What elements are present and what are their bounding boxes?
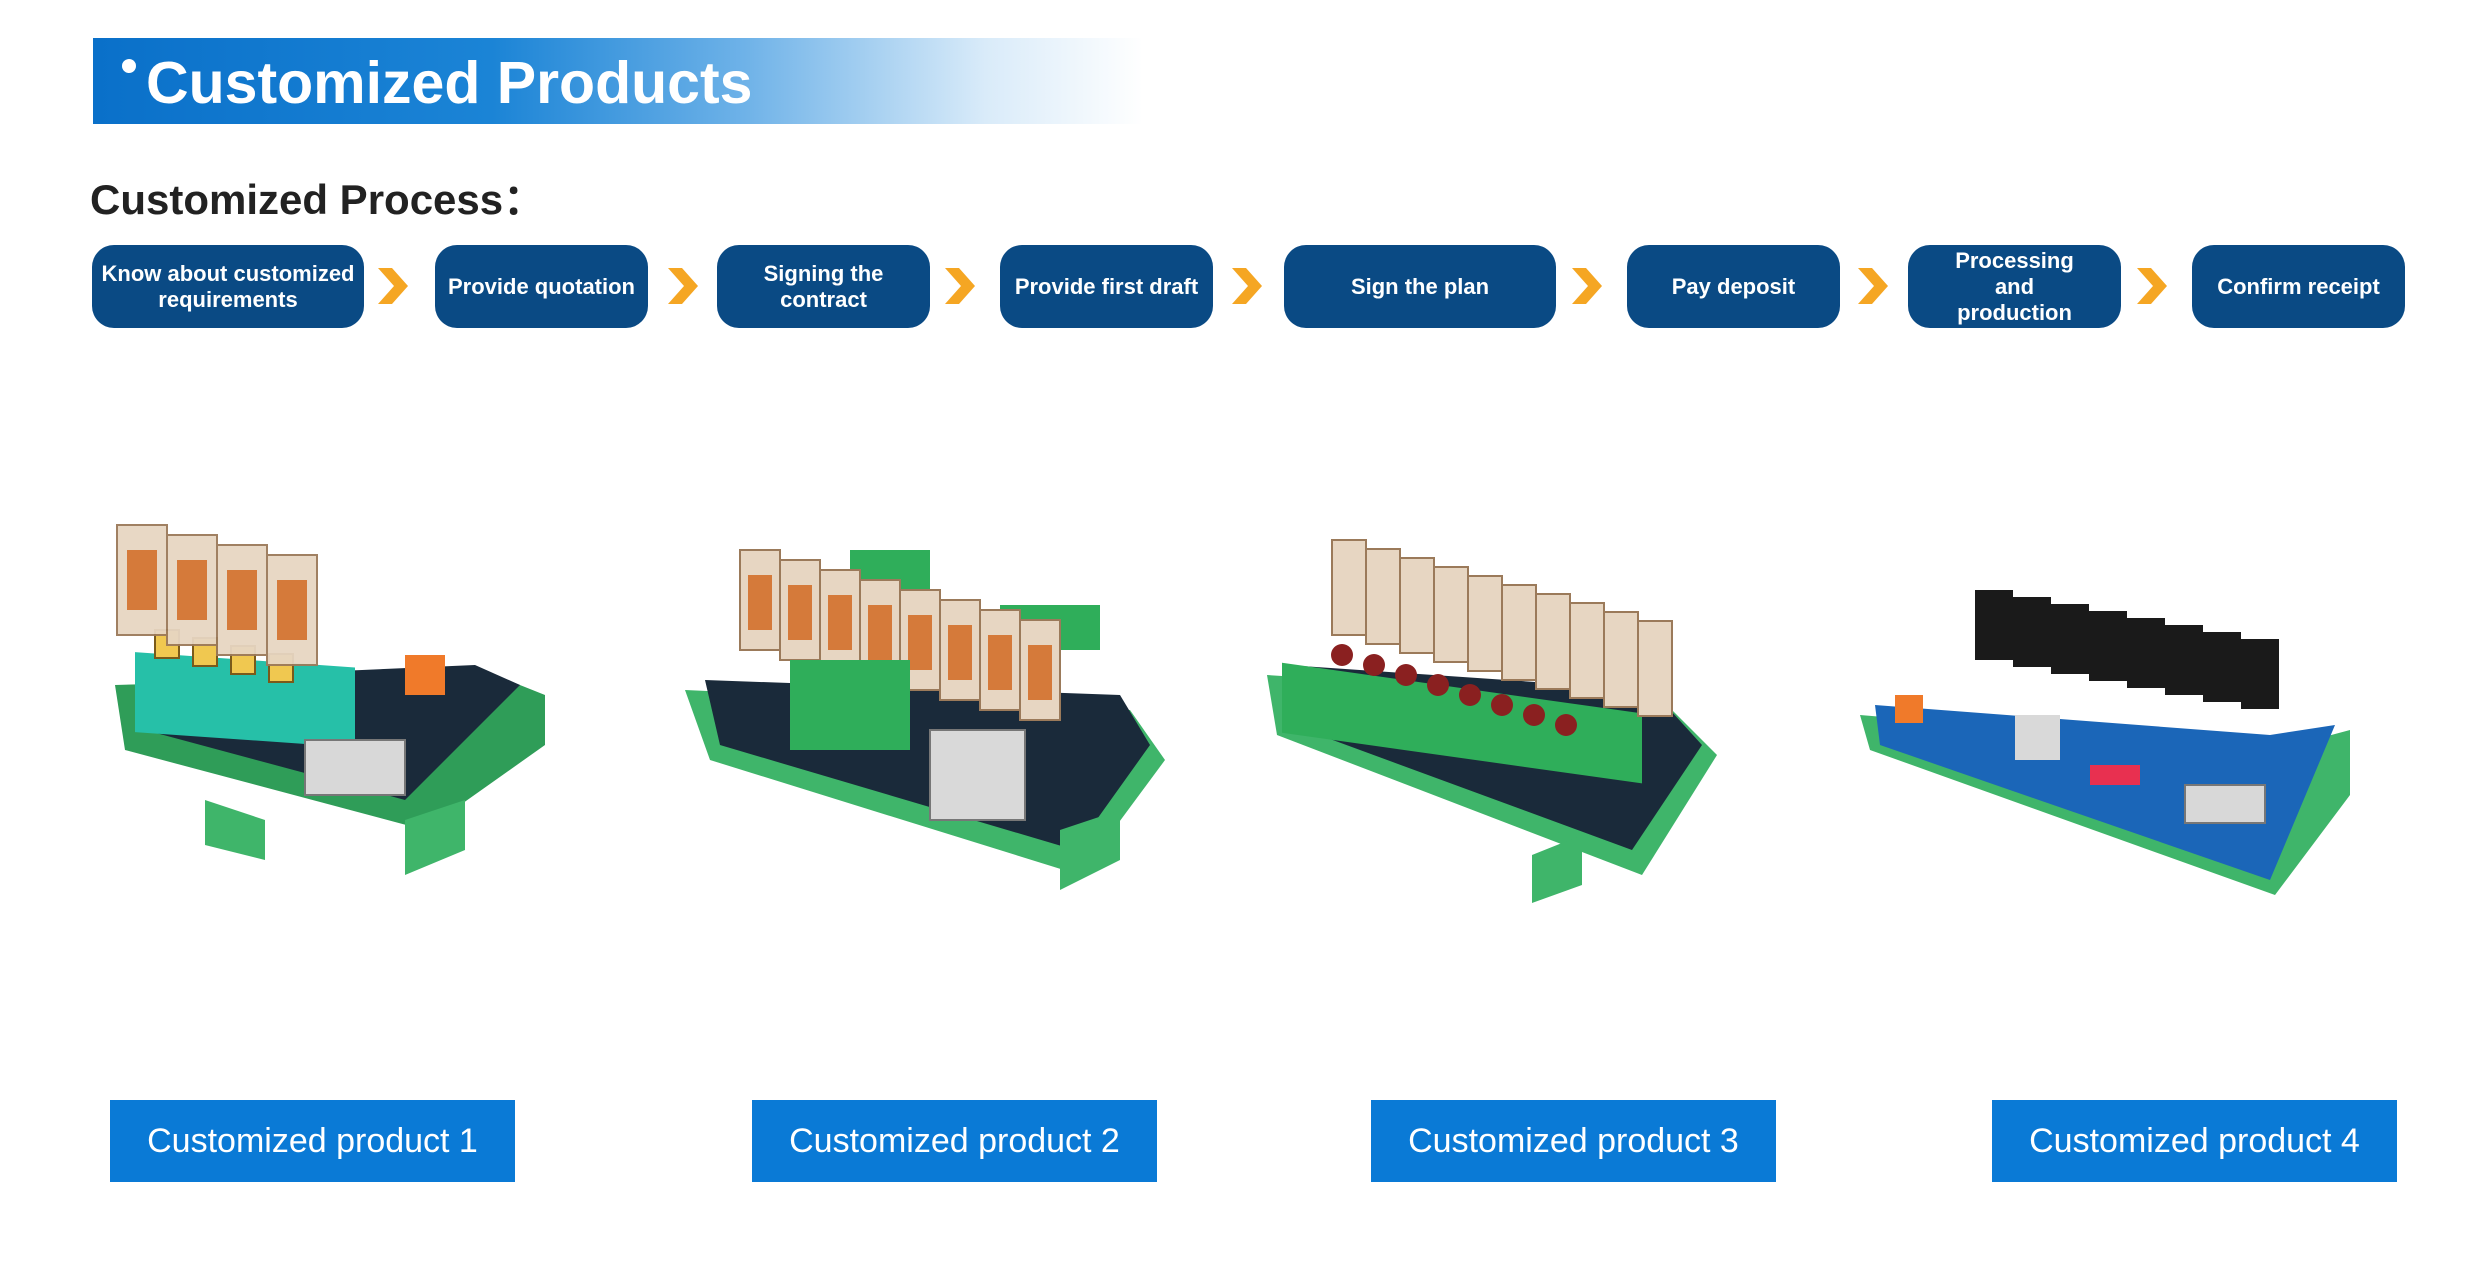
chevron-right-icon (668, 268, 698, 304)
step-label: Pay deposit (1671, 273, 1796, 299)
step-label: Processing and production (1955, 247, 2074, 325)
product-caption-2: Customized product 2 (752, 1100, 1157, 1182)
header-banner (93, 38, 1143, 124)
chevron-right-icon (945, 268, 975, 304)
product-image-4 (1860, 590, 2350, 895)
step-label: Know about customized requirements (101, 260, 355, 312)
step-confirm-receipt: Confirm receipt (2192, 245, 2405, 328)
step-provide-first-draft: Provide first draft (1000, 245, 1213, 328)
step-sign-plan: Sign the plan (1284, 245, 1556, 328)
chevron-right-icon (1232, 268, 1262, 304)
product-image-2 (685, 549, 1165, 890)
chevron-right-icon (1858, 268, 1888, 304)
product-image-1 (115, 524, 545, 875)
step-signing-contract: Signing the contract (717, 245, 930, 328)
step-processing-production: Processing and production (1908, 245, 2121, 328)
chevron-right-icon (378, 268, 408, 304)
product-image-3 (1267, 539, 1717, 903)
chevron-right-icon (2137, 268, 2167, 304)
step-know-requirements: Know about customized requirements (92, 245, 364, 328)
product-caption-1: Customized product 1 (110, 1100, 515, 1182)
product-caption-4: Customized product 4 (1992, 1100, 2397, 1182)
step-label: Provide first draft (1014, 273, 1199, 299)
step-label: Signing the contract (763, 260, 884, 312)
step-provide-quotation: Provide quotation (435, 245, 648, 328)
step-label: Confirm receipt (2217, 273, 2380, 299)
chevron-right-icon (1572, 268, 1602, 304)
bullet-icon (122, 59, 136, 73)
product-caption-3: Customized product 3 (1371, 1100, 1776, 1182)
process-label: Customized Process： (90, 176, 546, 223)
step-label: Provide quotation (448, 273, 635, 299)
page-title: Customized Products (146, 50, 753, 116)
step-pay-deposit: Pay deposit (1627, 245, 1840, 328)
step-label: Sign the plan (1350, 273, 1490, 299)
